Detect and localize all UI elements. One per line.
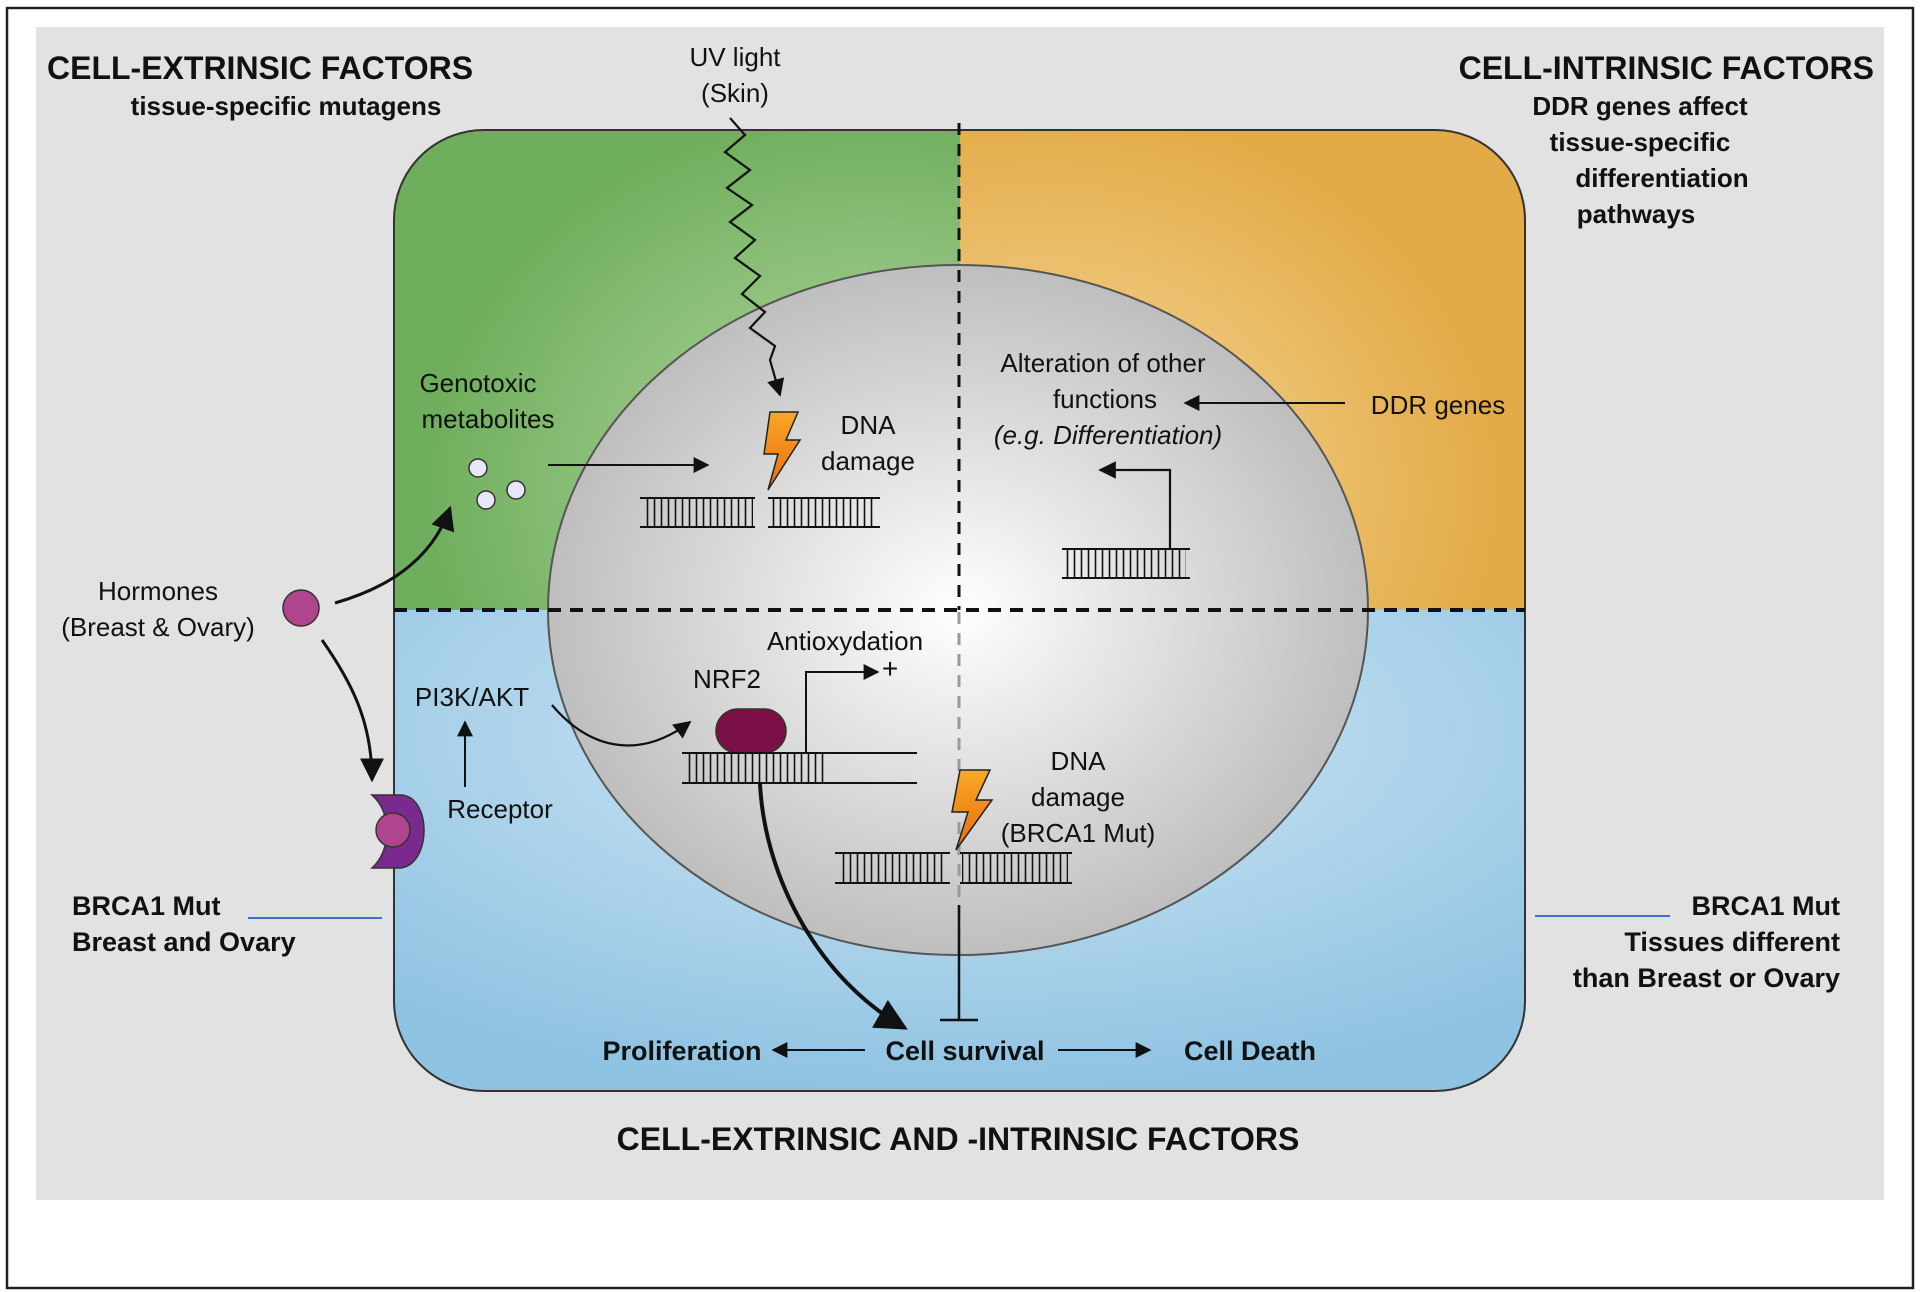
lightning-bolt-icon bbox=[951, 769, 994, 851]
dna-damage-label: DNA bbox=[841, 410, 897, 440]
left-side-label: BRCA1 Mut bbox=[72, 891, 221, 921]
intrinsic-subtitle-line: DDR genes affect bbox=[1532, 91, 1748, 121]
dna-strand-ddr bbox=[1062, 548, 1190, 579]
dna-strand-nrf2 bbox=[682, 752, 917, 784]
alteration-label: (e.g. Differentiation) bbox=[994, 420, 1222, 450]
intrinsic-title: CELL-INTRINSIC FACTORS bbox=[1459, 50, 1874, 86]
uv-label: (Skin) bbox=[701, 78, 769, 108]
metabolite-dot bbox=[506, 480, 526, 500]
cell-death-label: Cell Death bbox=[1184, 1036, 1316, 1066]
hormone-to-receptor-arrow bbox=[320, 639, 384, 783]
brca-dna-damage-label: damage bbox=[1031, 782, 1125, 812]
uv-label: UV light bbox=[689, 42, 781, 72]
bottom-title: CELL-EXTRINSIC AND -INTRINSIC FACTORS bbox=[617, 1121, 1300, 1157]
plus-sign: + bbox=[882, 653, 898, 684]
right-side-label: BRCA1 Mut bbox=[1692, 891, 1841, 921]
alteration-label: Alteration of other bbox=[1000, 348, 1206, 378]
proliferation-label: Proliferation bbox=[602, 1036, 761, 1066]
hormones-label: Hormones bbox=[98, 576, 218, 606]
ddr-gene-transcription-arrow bbox=[1098, 461, 1172, 548]
pi3k-to-nrf2-arrow bbox=[551, 704, 692, 747]
left-side-label: Breast and Ovary bbox=[72, 927, 296, 957]
receptor-bound-hormone bbox=[375, 812, 411, 848]
genotoxic-label: metabolites bbox=[422, 404, 555, 434]
intrinsic-subtitle-line: tissue-specific bbox=[1550, 127, 1731, 157]
uv-zigzag-arrow bbox=[723, 117, 785, 397]
antioxydation-label: Antioxydation bbox=[767, 626, 923, 656]
nrf2-label: NRF2 bbox=[693, 664, 761, 694]
alteration-label: functions bbox=[1053, 384, 1157, 414]
pi3k-label: PI3K/AKT bbox=[415, 682, 529, 712]
intrinsic-subtitle-line: pathways bbox=[1577, 199, 1696, 229]
right-side-label: Tissues different bbox=[1624, 927, 1840, 957]
metabolite-dot bbox=[476, 490, 496, 510]
right-side-label: than Breast or Ovary bbox=[1573, 963, 1840, 993]
brca-dna-damage-label: DNA bbox=[1051, 746, 1107, 776]
hormones-label: (Breast & Ovary) bbox=[61, 612, 255, 642]
cell-survival-label: Cell survival bbox=[885, 1036, 1044, 1066]
dna-strand-broken bbox=[640, 497, 880, 528]
extrinsic-title: CELL-EXTRINSIC FACTORS bbox=[47, 50, 473, 86]
nrf2-transcription-arrow bbox=[805, 664, 880, 752]
dna-strand-brca-broken bbox=[835, 852, 1072, 884]
metabolite-dot bbox=[468, 458, 488, 478]
brca-dna-damage-label: (BRCA1 Mut) bbox=[1001, 818, 1156, 848]
lightning-bolt-icon bbox=[763, 411, 802, 491]
intrinsic-subtitle-line: differentiation bbox=[1575, 163, 1748, 193]
dna-damage-label: damage bbox=[821, 446, 915, 476]
genotoxic-label: Genotoxic bbox=[419, 368, 536, 398]
extrinsic-subtitle: tissue-specific mutagens bbox=[131, 91, 442, 121]
receptor-label: Receptor bbox=[447, 794, 553, 824]
hormone-to-metabolite-arrow bbox=[334, 505, 455, 605]
hormone-molecule bbox=[282, 589, 320, 627]
nrf2-to-survival-arrow bbox=[758, 783, 908, 1030]
nrf2-protein bbox=[715, 708, 787, 754]
ddr-genes-label: DDR genes bbox=[1371, 390, 1505, 420]
